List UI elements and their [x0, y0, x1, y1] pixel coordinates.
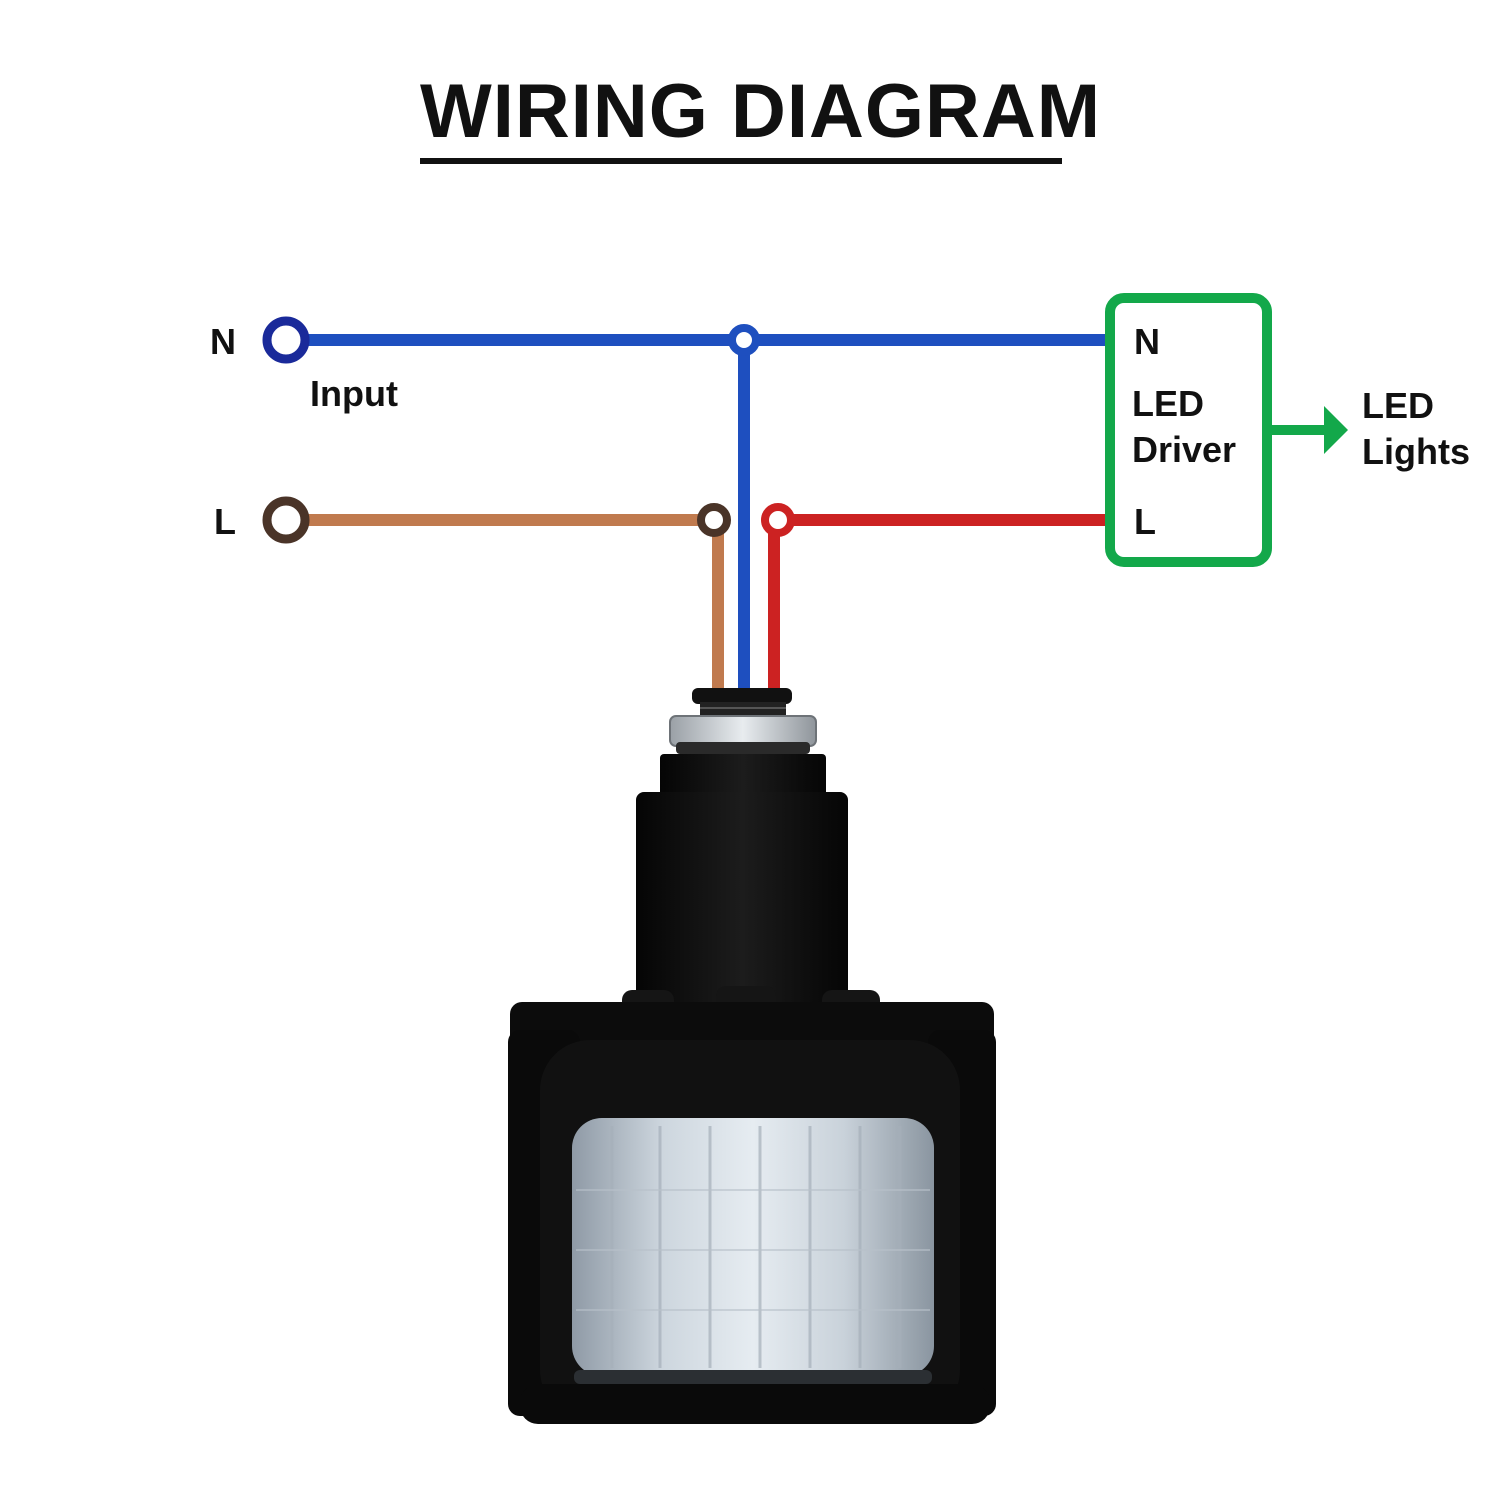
led-driver-box: [1105, 293, 1272, 567]
motion-sensor-device: [508, 688, 996, 1424]
live-input-label: L: [214, 501, 236, 542]
switched-live-junction-node: [761, 503, 795, 537]
neutral-wire: [300, 334, 1108, 692]
switched-live-wire: [768, 514, 1108, 692]
output-arrow: [1268, 406, 1348, 454]
live-junction-node: [697, 503, 731, 537]
page-title: WIRING DIAGRAM: [420, 69, 1102, 154]
title-underline: [420, 158, 1062, 164]
driver-name-line2: Driver: [1132, 429, 1237, 470]
neutral-input-label: N: [210, 321, 236, 362]
neutral-input-terminal: [262, 316, 310, 364]
live-input-terminal: [262, 496, 310, 544]
input-label: Input: [310, 373, 398, 414]
driver-n-label: N: [1134, 321, 1160, 362]
driver-name-line1: LED: [1132, 383, 1204, 424]
output-label-line1: LED: [1362, 385, 1434, 426]
live-wire: [300, 514, 724, 692]
driver-l-label: L: [1134, 501, 1156, 542]
neutral-junction-node: [728, 324, 760, 356]
output-label-line2: Lights: [1362, 431, 1470, 472]
